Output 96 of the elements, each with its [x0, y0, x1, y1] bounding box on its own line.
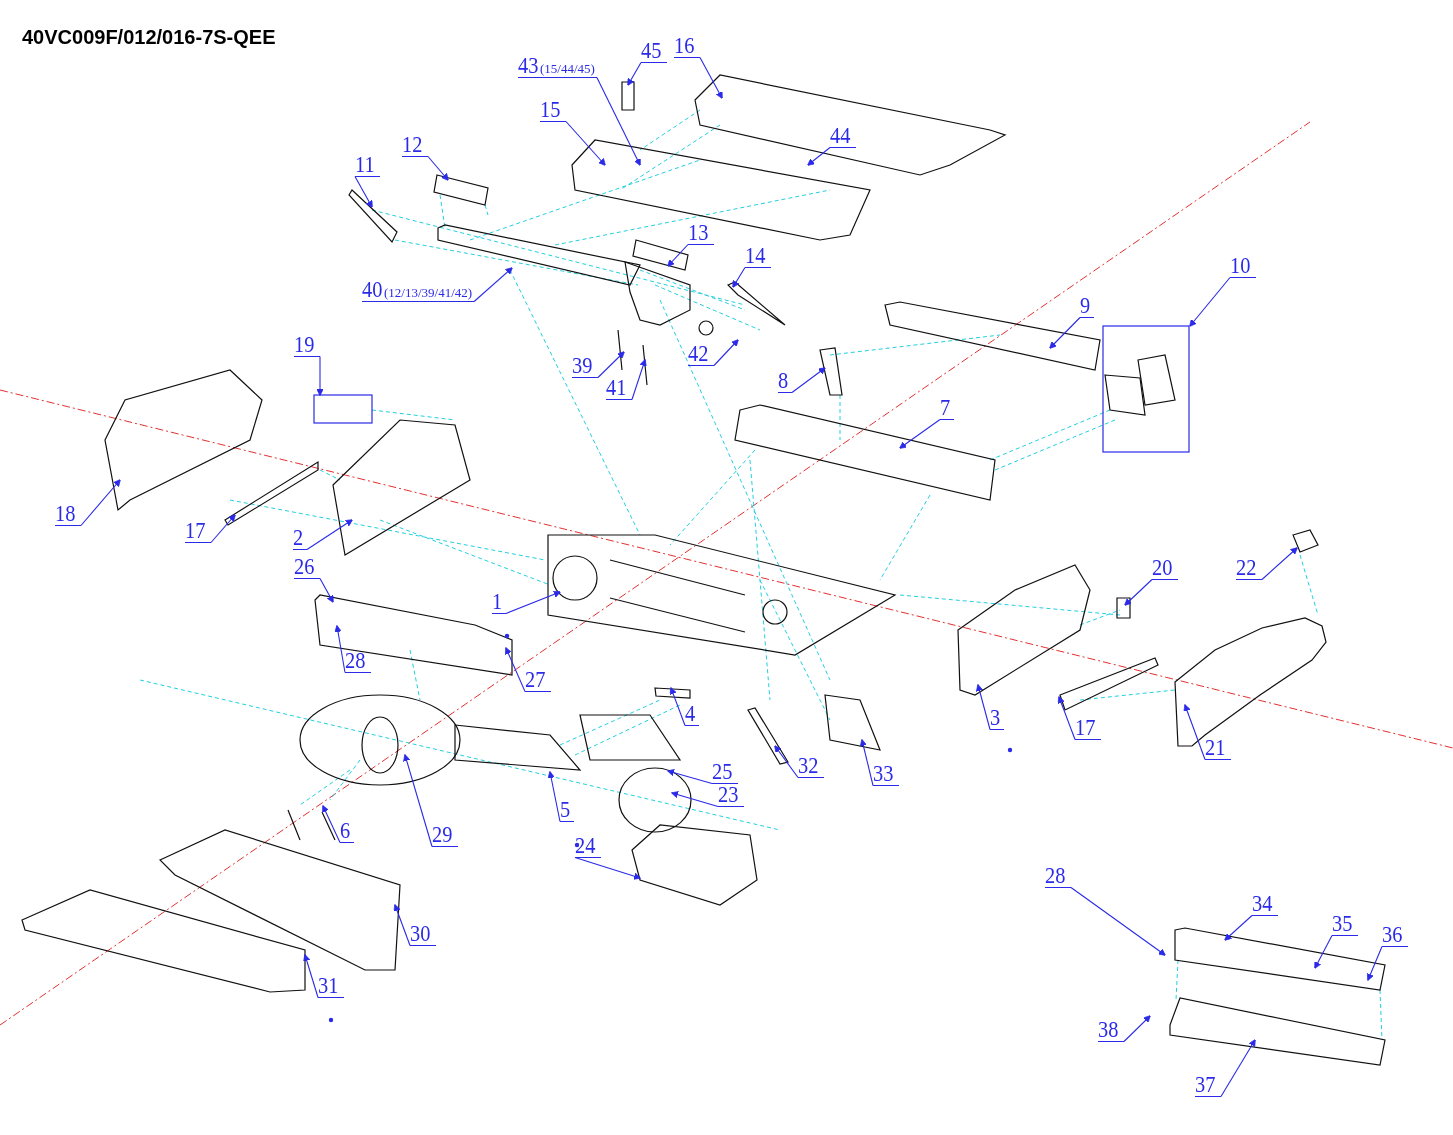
leader-line — [354, 175, 373, 208]
callout-number: 26 — [294, 553, 315, 579]
callout-number: 8 — [778, 367, 789, 393]
callout-number: 6 — [340, 817, 351, 843]
callout-number: 15 — [540, 96, 561, 122]
callout-number: 20 — [1152, 554, 1173, 580]
sub-part-list: (12/13/39/41/42) — [384, 285, 473, 300]
callout-number: 12 — [402, 131, 423, 157]
callout-number: 17 — [1075, 714, 1096, 740]
callout-number: 36 — [1382, 921, 1403, 947]
callout-number: 21 — [1205, 734, 1226, 760]
leader-line — [393, 904, 411, 947]
leader-line — [427, 155, 449, 181]
leader-line — [1314, 934, 1333, 969]
leader-line — [403, 754, 433, 848]
callout-number: 33 — [873, 760, 894, 786]
leader-line — [565, 120, 606, 166]
leader-line — [319, 577, 334, 603]
callout-number: 24 — [575, 832, 596, 858]
leader-line — [774, 745, 799, 779]
callout-number: 19 — [294, 331, 315, 357]
callout-number: 28 — [345, 647, 366, 673]
leader-line — [627, 61, 642, 86]
leader-line — [1123, 1015, 1151, 1043]
callout-number: 45 — [641, 37, 662, 63]
callout-number: 13 — [688, 219, 709, 245]
callout-number: 17 — [185, 517, 206, 543]
leader-line — [316, 355, 324, 396]
callout-number: 27 — [525, 666, 546, 692]
leader-line — [597, 351, 625, 379]
leader-line — [210, 514, 236, 544]
leader-line — [1057, 696, 1076, 741]
leader-line — [1049, 316, 1081, 349]
leader-line — [976, 684, 991, 731]
leader-line — [1224, 914, 1253, 941]
leader-line — [713, 339, 739, 367]
callout-number: 22 — [1236, 554, 1257, 580]
leader-line — [1366, 945, 1383, 981]
callout-number: 9 — [1080, 292, 1091, 318]
leader-line — [1070, 886, 1166, 956]
callout-number: 28 — [1045, 862, 1066, 888]
leader-line — [505, 647, 526, 693]
leader-line — [322, 805, 341, 844]
callout-number: 38 — [1098, 1016, 1119, 1042]
callout-number: 35 — [1332, 910, 1353, 936]
leader-line — [473, 267, 513, 303]
callout-number: 39 — [572, 352, 593, 378]
leader-line — [80, 479, 121, 527]
leader-line — [547, 771, 561, 823]
callout-number: 44 — [830, 122, 851, 148]
callout-number: 37 — [1195, 1071, 1216, 1097]
leader-line — [699, 56, 723, 99]
callout-number: 29 — [432, 821, 453, 847]
leader-line — [1124, 578, 1153, 606]
callout-number: 10 — [1230, 252, 1251, 278]
callout-number: 41 — [606, 374, 627, 400]
leader-line — [899, 418, 941, 449]
callout-number: 30 — [410, 920, 431, 946]
leader-line — [1261, 547, 1298, 581]
callout-number: 4 — [685, 700, 696, 726]
callout-number: 3 — [990, 704, 1001, 730]
leader-line — [859, 739, 874, 787]
callout-number: 34 — [1252, 890, 1273, 916]
leader-line — [667, 769, 713, 785]
leader-line — [334, 625, 346, 674]
callout-number: 31 — [318, 972, 339, 998]
diagram-title: 40VC009F/012/016-7S-QEE — [22, 26, 276, 49]
sub-part-list: (15/44/45) — [540, 61, 595, 76]
callout-number: 7 — [940, 394, 951, 420]
callout-number: 16 — [674, 32, 695, 58]
leader-line — [667, 243, 689, 267]
callout-number: 5 — [560, 796, 571, 822]
callout-number: 11 — [355, 151, 375, 177]
leader-line — [303, 954, 319, 999]
leader-line — [1220, 1039, 1256, 1098]
callout-number: 14 — [745, 242, 766, 268]
leader-line — [732, 266, 746, 288]
leader-line — [505, 590, 561, 615]
callout-number: 43 — [518, 52, 539, 78]
callout-number: 42 — [688, 340, 709, 366]
callout-number: 1 — [492, 588, 503, 614]
callout-number: 25 — [712, 758, 733, 784]
callout-number: 32 — [798, 752, 819, 778]
callout-number: 23 — [718, 781, 739, 807]
leader-line — [1189, 276, 1231, 327]
callout-number: 18 — [55, 500, 76, 526]
leader-line — [574, 856, 641, 880]
leader-line — [671, 791, 719, 808]
leader-line — [669, 687, 686, 727]
leader-line — [791, 367, 826, 394]
leader-line — [631, 359, 647, 401]
leader-line — [306, 519, 353, 551]
leader-line — [596, 76, 641, 166]
callout-number: 2 — [293, 524, 304, 550]
leader-line — [807, 146, 831, 166]
callout-number: 40 — [362, 276, 383, 302]
